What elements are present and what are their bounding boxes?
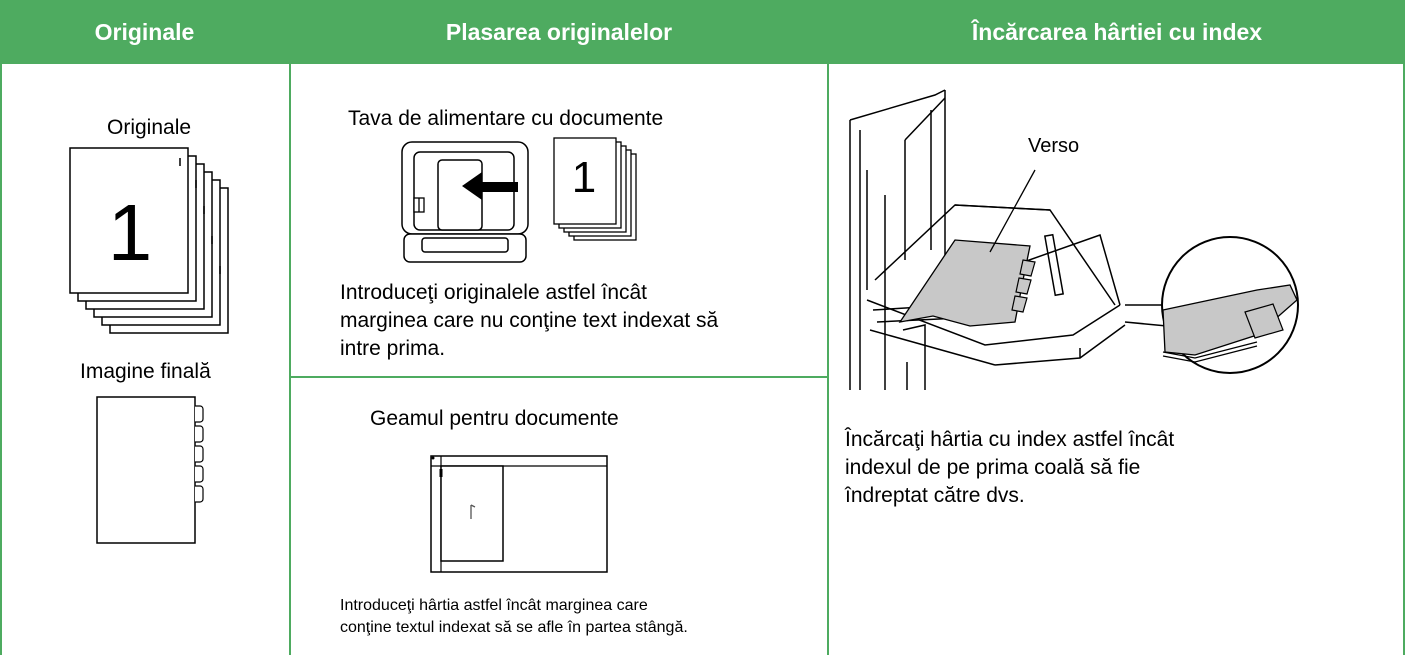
column-header-plasare: Plasarea originalelor [291, 0, 827, 64]
original-page-number: 1 [108, 188, 153, 277]
bypass-tray-illustration [849, 89, 1299, 390]
feeder-title: Tava de alimentare cu documente [348, 107, 664, 130]
column-divider-1 [289, 0, 291, 655]
feeder-instruction-line-3: intre prima. [340, 337, 446, 360]
column-divider-2 [827, 0, 829, 655]
table-border-left [0, 0, 2, 655]
feeder-page-number: 1 [572, 153, 596, 202]
feeder-instruction-line-1: Introduceţi originalele astfel încât [340, 281, 648, 304]
table-border-right [1403, 0, 1405, 655]
document-glass-illustration [430, 455, 608, 573]
index-instruction-line-3: îndreptat către dvs. [845, 484, 1025, 507]
column-header-incarcare: Încărcarea hârtiei cu index [829, 0, 1405, 64]
column-header-originale: Originale [0, 0, 289, 64]
feeder-original-stack: 1 [553, 137, 637, 241]
document-feeder-illustration [401, 141, 529, 263]
glass-instruction-line-1: Introduceţi hârtia astfel încât marginea… [340, 597, 648, 614]
index-instruction-line-1: Încărcaţi hârtia cu index astfel încât [845, 428, 1175, 451]
glass-instruction-line-2: conţine textul indexat să se afle în par… [340, 619, 688, 636]
final-image-illustration [96, 396, 204, 544]
verso-callout: Verso [1028, 135, 1080, 157]
originals-label: Originale [107, 116, 192, 139]
final-image-label: Imagine finală [80, 360, 211, 383]
glass-title: Geamul pentru documente [370, 407, 619, 430]
index-instruction-line-2: indexul de pe prima coală să fie [845, 456, 1141, 479]
original-stack-illustration: 1 [69, 147, 229, 334]
row-divider [291, 376, 827, 378]
feeder-instruction-line-2: marginea care nu conţine text indexat să [340, 309, 719, 332]
